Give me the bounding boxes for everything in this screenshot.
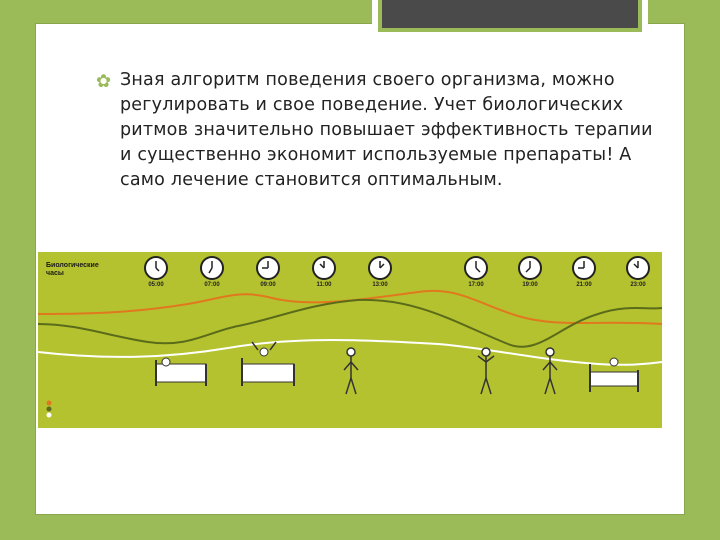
- olive-curve: [38, 298, 662, 348]
- infographic-curves: [38, 289, 662, 418]
- bed-sleeping: [155, 357, 207, 386]
- clock-label: 17:00: [468, 282, 484, 288]
- clock-label: 21:00: [576, 282, 592, 288]
- clock-icon: [464, 256, 488, 280]
- flower-bullet-icon: ✿: [96, 71, 112, 91]
- top-decor-tab: [372, 0, 648, 38]
- clock-3: 09:00: [254, 256, 282, 288]
- clock-4: 11:00: [310, 256, 338, 288]
- bed-evening: [589, 357, 639, 392]
- clock-label: 07:00: [204, 282, 220, 288]
- infographic-title: Биологические часы: [46, 262, 99, 277]
- clock-label: 23:00: [630, 282, 646, 288]
- bullet-text: Зная алгоритм поведения своего организма…: [120, 70, 653, 190]
- figure-standing-1: [343, 347, 359, 395]
- figure-standing-2: [477, 347, 495, 395]
- bullet-paragraph: ✿ Зная алгоритм поведения своего организ…: [96, 68, 656, 193]
- clock-icon: [368, 256, 392, 280]
- clock-label: 19:00: [522, 282, 538, 288]
- clock-1: 05:00: [142, 256, 170, 288]
- clock-8: 21:00: [570, 256, 598, 288]
- figure-standing-3: [542, 347, 558, 395]
- clock-icon: [626, 256, 650, 280]
- clock-icon: [312, 256, 336, 280]
- clock-5: 13:00: [366, 256, 394, 288]
- white-curve: [38, 339, 662, 366]
- bed-waking: [241, 341, 295, 386]
- clock-7: 19:00: [516, 256, 544, 288]
- clock-2: 07:00: [198, 256, 226, 288]
- clock-icon: [144, 256, 168, 280]
- clock-label: 13:00: [372, 282, 388, 288]
- clock-icon: [572, 256, 596, 280]
- clock-icon: [518, 256, 542, 280]
- clock-label: 11:00: [316, 282, 332, 288]
- clock-6: 17:00: [462, 256, 490, 288]
- orange-curve: [38, 289, 662, 325]
- biological-clock-infographic: Биологические часы 05:00 07:00 09:00 11:…: [38, 252, 662, 428]
- top-decor-tab-inner: [382, 0, 638, 28]
- clock-label: 09:00: [260, 282, 276, 288]
- clock-label: 05:00: [148, 282, 164, 288]
- clock-icon: [256, 256, 280, 280]
- clock-9: 23:00: [624, 256, 652, 288]
- clock-icon: [200, 256, 224, 280]
